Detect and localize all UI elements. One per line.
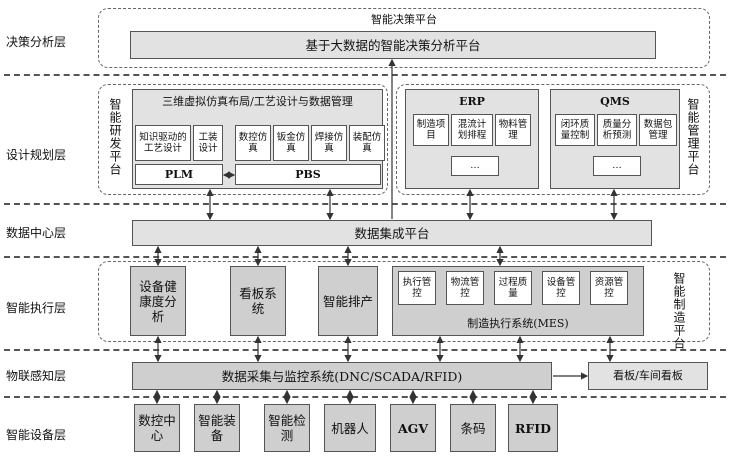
rd-header: 三维虚拟仿真布局/工艺设计与数据管理 bbox=[162, 95, 353, 108]
sim-welding-box: 焊接仿真 bbox=[311, 125, 347, 161]
layer-separator bbox=[4, 396, 726, 398]
knowledge-design-box: 知识驱动的工艺设计 bbox=[135, 125, 191, 161]
decision-platform-frame bbox=[98, 8, 710, 68]
mes-item-execution: 执行管控 bbox=[398, 271, 436, 305]
layer-label-datacenter: 数据中心层 bbox=[6, 226, 67, 240]
data-acquisition-box: 数据采集与监控系统(DNC/SCADA/RFID) bbox=[132, 362, 552, 390]
mfg-platform-label: 智能制造平台 bbox=[672, 272, 686, 350]
equipment-cnc-center: 数控中心 bbox=[134, 404, 180, 452]
qms-item-prediction: 质量分析预测 bbox=[597, 114, 637, 146]
equipment-smart-device: 智能装备 bbox=[194, 404, 240, 452]
layer-label-design: 设计规划层 bbox=[6, 148, 67, 162]
mes-item-logistics: 物流管控 bbox=[446, 271, 484, 305]
decision-analysis-box: 基于大数据的智能决策分析平台 bbox=[130, 31, 656, 59]
mgmt-platform-label: 智能管理平台 bbox=[686, 98, 700, 176]
data-integration-box: 数据集成平台 bbox=[132, 220, 652, 246]
workshop-board-box: 看板/车间看板 bbox=[588, 362, 708, 390]
equipment-agv: AGV bbox=[390, 404, 436, 452]
qms-item-datapackage: 数据包管理 bbox=[639, 114, 677, 146]
mes-item-resource: 资源管控 bbox=[590, 271, 628, 305]
qms-item-closedloop: 闭环质量控制 bbox=[555, 114, 595, 146]
tooling-design-box: 工装设计 bbox=[193, 125, 223, 161]
plm-box: PLM bbox=[135, 164, 223, 185]
erp-item-project: 制造项目 bbox=[413, 114, 449, 146]
erp-item-scheduling: 混流计划排程 bbox=[451, 114, 493, 146]
mfg-platform-frame bbox=[98, 261, 710, 342]
decision-platform-title: 智能决策平台 bbox=[371, 13, 437, 26]
sim-cnc-box: 数控仿真 bbox=[235, 125, 271, 161]
layer-separator bbox=[4, 74, 726, 76]
layer-separator bbox=[4, 256, 726, 258]
layer-label-equipment: 智能设备层 bbox=[6, 428, 67, 442]
layer-separator bbox=[4, 203, 726, 205]
qms-more: … bbox=[593, 156, 641, 176]
rd-platform-frame bbox=[98, 84, 388, 195]
layer-label-decision: 决策分析层 bbox=[6, 35, 67, 49]
mgmt-platform-frame bbox=[396, 84, 710, 195]
layer-label-iot: 物联感知层 bbox=[6, 369, 67, 383]
sim-assembly-box: 装配仿真 bbox=[349, 125, 385, 161]
rd-platform-label: 智能研发平台 bbox=[108, 98, 122, 176]
mes-item-quality: 过程质量 bbox=[494, 271, 532, 305]
equipment-rfid: RFID bbox=[508, 404, 558, 452]
mes-title: 制造执行系统(MES) bbox=[467, 317, 569, 330]
layer-separator bbox=[4, 349, 726, 351]
equipment-health-box: 设备健康度分析 bbox=[130, 266, 186, 336]
equipment-robot: 机器人 bbox=[324, 404, 376, 452]
pbs-box: PBS bbox=[235, 164, 381, 185]
mes-item-equipment: 设备管控 bbox=[542, 271, 580, 305]
sim-sheetmetal-box: 钣金仿真 bbox=[273, 125, 309, 161]
equipment-barcode: 条码 bbox=[450, 404, 496, 452]
erp-item-material: 物料管理 bbox=[495, 114, 531, 146]
erp-title: ERP bbox=[459, 95, 485, 108]
erp-more: … bbox=[451, 156, 499, 176]
kanban-system-box: 看板系统 bbox=[230, 266, 286, 336]
qms-title: QMS bbox=[600, 95, 630, 108]
equipment-smart-inspection: 智能检测 bbox=[264, 404, 310, 452]
layer-label-execution: 智能执行层 bbox=[6, 301, 67, 315]
smart-scheduling-box: 智能排产 bbox=[318, 266, 378, 336]
